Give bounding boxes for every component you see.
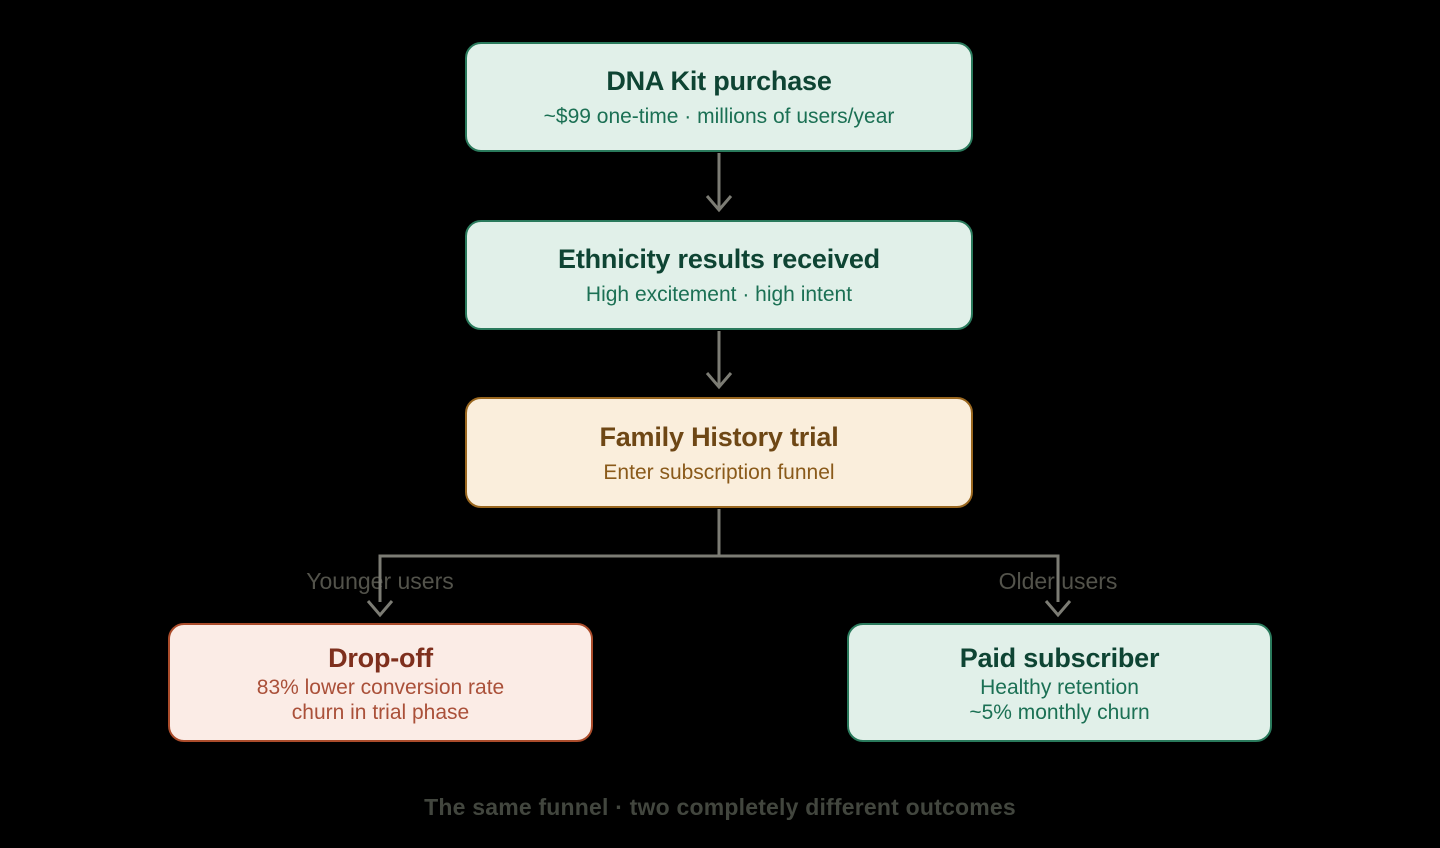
flow-node-drop-off: Drop-off 83% lower conversion rate churn… bbox=[168, 623, 593, 742]
node-subtitle-line: 83% lower conversion rate bbox=[256, 675, 505, 699]
branch-label-younger-users: Younger users bbox=[306, 568, 454, 594]
arrowhead-down-icon bbox=[366, 600, 394, 618]
flow-node-paid-subscriber: Paid subscriber Healthy retention ~5% mo… bbox=[847, 623, 1272, 742]
flow-node-ethnicity-results: Ethnicity results received High exciteme… bbox=[465, 220, 973, 330]
arrowhead-down-icon bbox=[1044, 600, 1072, 618]
node-subtitle-line: Healthy retention bbox=[980, 675, 1139, 699]
arrowhead-down-icon bbox=[705, 195, 733, 213]
branch-label-older-users: Older users bbox=[998, 568, 1118, 594]
node-subtitle: High excitement · high intent bbox=[585, 283, 853, 306]
node-title: DNA Kit purchase bbox=[606, 66, 832, 96]
diagram-caption: The same funnel · two completely differe… bbox=[424, 794, 1016, 820]
node-title: Ethnicity results received bbox=[558, 244, 880, 274]
node-subtitle: ~$99 one-time · millions of users/year bbox=[543, 105, 895, 128]
node-subtitle-line: churn in trial phase bbox=[291, 700, 470, 724]
flow-node-family-history-trial: Family History trial Enter subscription … bbox=[465, 397, 973, 508]
node-title: Drop-off bbox=[328, 642, 433, 673]
branch-rail-line bbox=[378, 554, 1060, 602]
arrowhead-down-icon bbox=[705, 372, 733, 390]
node-subtitle-line: ~5% monthly churn bbox=[969, 700, 1150, 724]
node-subtitle: Enter subscription funnel bbox=[603, 460, 835, 484]
flow-node-dna-kit-purchase: DNA Kit purchase ~$99 one-time · million… bbox=[465, 42, 973, 152]
node-title: Family History trial bbox=[599, 421, 839, 452]
node-title: Paid subscriber bbox=[959, 642, 1160, 673]
